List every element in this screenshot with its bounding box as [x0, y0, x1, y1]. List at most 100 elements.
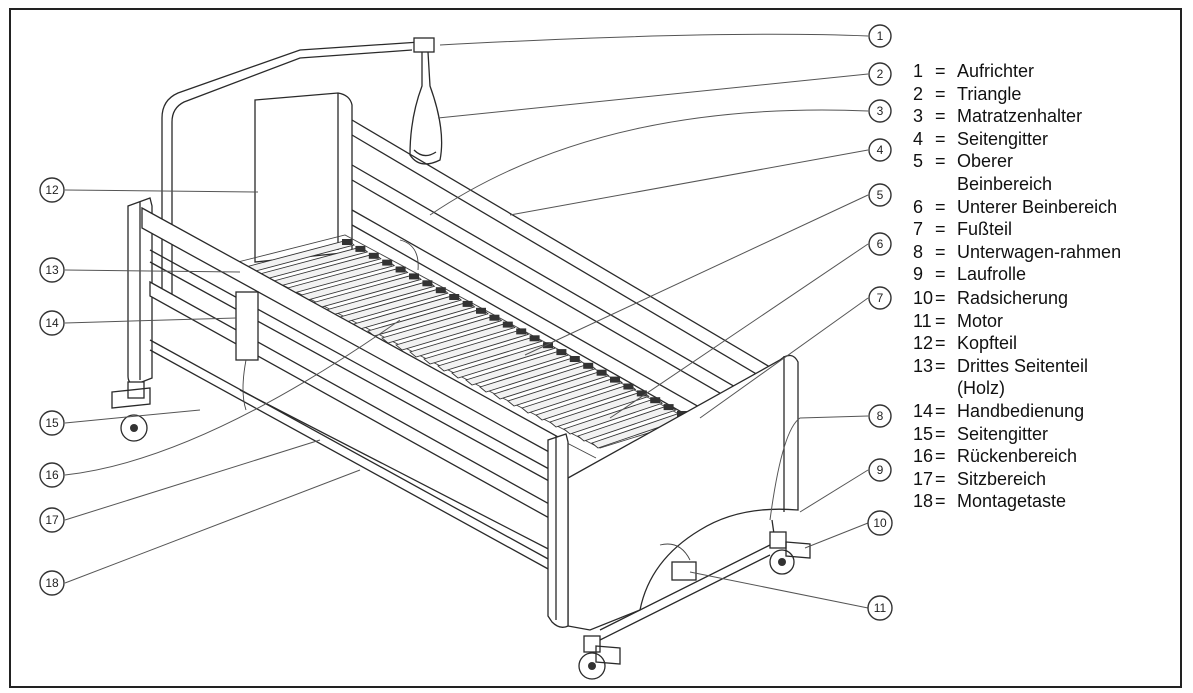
slat-cap	[610, 376, 620, 383]
callout-7: 7	[868, 286, 892, 310]
svg-text:6: 6	[877, 237, 884, 251]
legend-item-4: 4=Seitengitter	[913, 128, 1049, 149]
slat-cap	[556, 349, 567, 356]
slat-cap	[529, 335, 540, 342]
legend-item-13: 13=Drittes Seitenteil (Holz)	[913, 355, 1089, 399]
slat-cap	[409, 273, 419, 280]
parts-legend: 1=Aufrichter 2=Triangle 3=Matratzenhalte…	[913, 60, 1178, 513]
slat	[493, 363, 597, 400]
svg-text:4: 4	[877, 143, 884, 157]
slat-cap	[435, 287, 446, 294]
foot-post	[547, 433, 569, 628]
svg-text:12: 12	[45, 183, 59, 197]
slat	[535, 383, 637, 421]
castor-front-right	[578, 635, 621, 680]
hand-control	[235, 291, 259, 361]
legend-item-5: 5=Oberer Beinbereich	[913, 151, 1053, 194]
svg-text:1: 1	[877, 29, 884, 43]
slat	[437, 335, 543, 372]
callout-9: 9	[868, 458, 892, 482]
legend-item-1: 1=Aufrichter	[913, 61, 1035, 81]
legend-item-7: 7=Fußteil	[913, 219, 1013, 240]
slat	[423, 328, 530, 365]
callout-15: 15	[39, 410, 65, 436]
slat-cap	[569, 356, 580, 362]
callout-12: 12	[39, 177, 65, 203]
legend-item-11: 11=Motor	[913, 310, 1004, 331]
slat-cap	[663, 404, 674, 411]
slat	[465, 349, 570, 386]
legend-item-12: 12=Kopfteil	[913, 333, 1018, 354]
svg-text:14: 14	[45, 316, 59, 330]
slat	[381, 308, 489, 344]
slat	[409, 322, 516, 358]
slat-cap	[342, 239, 352, 245]
svg-text:17: 17	[45, 513, 59, 527]
legend-item-9: 9=Laufrolle	[913, 264, 1027, 285]
svg-text:2: 2	[877, 67, 884, 81]
legend-item-6: 6=Unterer Beinbereich	[913, 196, 1118, 217]
slat	[507, 370, 610, 407]
slat-cap	[636, 390, 647, 397]
slat-cap	[395, 266, 406, 273]
svg-text:9: 9	[877, 463, 884, 477]
slat-cap	[489, 314, 500, 321]
slat	[521, 377, 623, 414]
legend-item-3: 3=Matratzenhalter	[913, 106, 1083, 127]
slatted-base	[231, 234, 692, 459]
slat	[549, 390, 650, 428]
slat	[395, 315, 503, 351]
svg-text:10: 10	[873, 516, 887, 530]
slat-cap	[462, 300, 473, 307]
slat-cap	[422, 280, 433, 287]
callout-11: 11	[867, 595, 893, 621]
callout-17: 17	[39, 507, 65, 533]
slat-cap	[382, 259, 393, 266]
callout-1: 1	[868, 24, 892, 48]
slat-cap	[355, 245, 366, 252]
slat-cap	[543, 342, 553, 349]
legend-item-10: 10=Radsicherung	[913, 287, 1069, 308]
callout-6: 6	[868, 232, 892, 256]
callout-8: 8	[868, 404, 892, 428]
svg-text:13: 13	[45, 263, 59, 277]
svg-text:18: 18	[45, 576, 59, 590]
slat-cap	[449, 294, 460, 300]
callout-5: 5	[868, 183, 892, 207]
legend-item-14: 14=Handbedienung	[913, 400, 1085, 421]
undercarriage	[599, 544, 771, 631]
svg-text:7: 7	[877, 291, 884, 305]
slat-cap	[583, 362, 594, 369]
foot-panel	[567, 354, 799, 631]
legend-item-17: 17=Sitzbereich	[913, 468, 1047, 489]
svg-text:3: 3	[877, 104, 884, 118]
callout-4: 4	[868, 138, 892, 162]
legend-item-16: 16=Rückenbereich	[913, 446, 1078, 467]
slat-cap	[476, 307, 486, 314]
slat-cap	[596, 369, 607, 376]
lifting-pole	[161, 41, 421, 300]
callout-18: 18	[39, 570, 65, 596]
slat-cap	[516, 328, 527, 335]
castor-rear-right	[769, 531, 811, 575]
triangle-handle	[409, 51, 443, 165]
svg-text:16: 16	[45, 468, 59, 482]
slat-cap	[623, 383, 634, 390]
legend-item-8: 8=Unterwagen-rahmen	[913, 241, 1122, 262]
svg-text:11: 11	[874, 601, 887, 615]
slat	[479, 356, 583, 393]
callout-16: 16	[39, 462, 65, 488]
slat-cap	[502, 321, 513, 328]
legend-item-2: 2=Triangle	[913, 83, 1022, 104]
svg-text:5: 5	[877, 188, 884, 202]
callout-14: 14	[39, 310, 65, 336]
leader-lines	[64, 33, 869, 609]
slat	[451, 342, 556, 379]
motor	[671, 561, 697, 581]
legend-item-18: 18=Montagetaste	[913, 491, 1067, 512]
slat	[577, 404, 677, 442]
svg-text:15: 15	[45, 416, 59, 430]
head-panel	[254, 92, 353, 263]
